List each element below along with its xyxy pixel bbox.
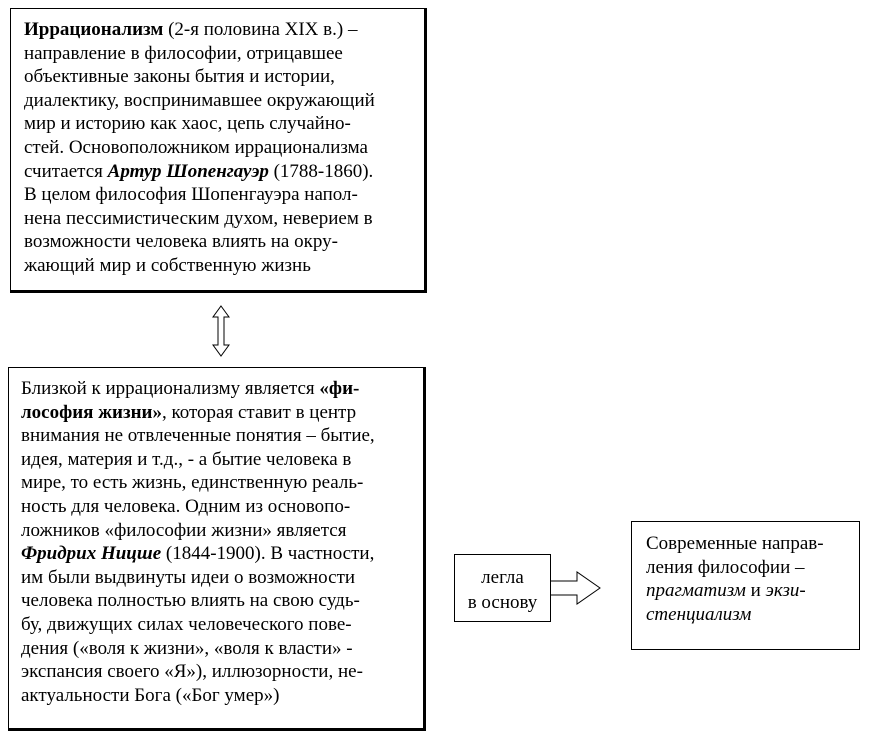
text-line: ложников «философии жизни» является xyxy=(21,519,347,541)
text-line: нена пессимистическим духом, неверием в xyxy=(24,207,373,229)
text-line: Иррационализм (2-я половина XIX в.) – xyxy=(24,19,358,40)
name-schopenhauer: Артур Шопенгауэр xyxy=(107,160,269,182)
basis-label-box: легла в основу xyxy=(454,554,551,622)
modern-directions-text: Современные направ- ления философии – пр… xyxy=(646,532,859,626)
text-line: направление в философии, отрицавшее xyxy=(24,42,343,64)
irrationalism-text: Иррационализм (2-я половина XIX в.) – на… xyxy=(24,18,424,278)
philosophy-of-life-text: Близкой к иррационализму является «фи- л… xyxy=(21,377,423,707)
term-philosophy-of-life-part1: «фи- xyxy=(319,378,360,399)
term-irrationalism: Иррационализм xyxy=(24,19,164,40)
text-line: В целом философия Шопенгауэра напол- xyxy=(24,184,358,206)
text-line: человека полностью влиять на свою судь- xyxy=(21,590,360,612)
text-line: диалектику, воспринимавшее окружающий xyxy=(24,89,375,111)
text-line: стенциализм xyxy=(646,603,859,627)
name-nietzsche: Фридрих Ницше xyxy=(21,543,162,565)
right-arrow-icon xyxy=(551,571,601,605)
text-line: Фридрих Ницше (1844-1900). В частности, xyxy=(21,543,375,565)
text-line: бу, движущих силах человеческого пове- xyxy=(21,613,352,635)
text-line: возможности человека влиять на окру- xyxy=(24,231,338,253)
text-line: в основу xyxy=(467,592,538,613)
term-existentialism-part1: экзи- xyxy=(765,580,806,602)
basis-label-text: легла в основу xyxy=(455,565,550,615)
text-line: дения («воля к жизни», «воля к власти» - xyxy=(21,637,353,659)
text-line: внимания не отвлеченные понятия – бытие, xyxy=(21,425,375,447)
text-line: Современные направ- xyxy=(646,533,824,554)
text-line: стей. Основоположником иррационализма xyxy=(24,136,368,158)
term-existentialism-part2: стенциализм xyxy=(646,603,752,625)
text-line: жающий мир и собственную жизнь xyxy=(24,254,311,276)
term-pragmatism: прагматизм xyxy=(646,580,746,602)
text-line: экспансия своего «Я»), иллюзорности, не- xyxy=(21,661,363,683)
text-line: им были выдвинуты идеи о возможности xyxy=(21,566,356,588)
text-line: лософия жизни», которая ставит в центр xyxy=(21,401,357,423)
text-line: считается Артур Шопенгауэр (1788-1860). xyxy=(24,160,374,182)
text-line: легла xyxy=(481,567,524,588)
text-line: ления философии – xyxy=(646,556,805,578)
text-line: объективные законы бытия и истории, xyxy=(24,66,335,88)
text-line: Близкой к иррационализму является «фи- xyxy=(21,378,360,399)
text-line: мир и историю как хаос, цепь случайно- xyxy=(24,113,351,135)
text-line: мире, то есть жизнь, единственную реаль- xyxy=(21,472,364,494)
modern-directions-box: Современные направ- ления философии – пр… xyxy=(631,521,860,650)
double-arrow-icon xyxy=(212,305,230,357)
text-line: идея, материя и т.д., - а бытие человека… xyxy=(21,448,352,470)
philosophy-of-life-box: Близкой к иррационализму является «фи- л… xyxy=(8,367,426,731)
text-line: прагматизм и экзи- xyxy=(646,580,806,602)
irrationalism-box: Иррационализм (2-я половина XIX в.) – на… xyxy=(10,8,427,293)
term-philosophy-of-life-part2: лософия жизни» xyxy=(21,401,162,423)
text-line: актуальности Бога («Бог умер») xyxy=(21,684,280,706)
text-line: ность для человека. Одним из основопо- xyxy=(21,495,351,517)
